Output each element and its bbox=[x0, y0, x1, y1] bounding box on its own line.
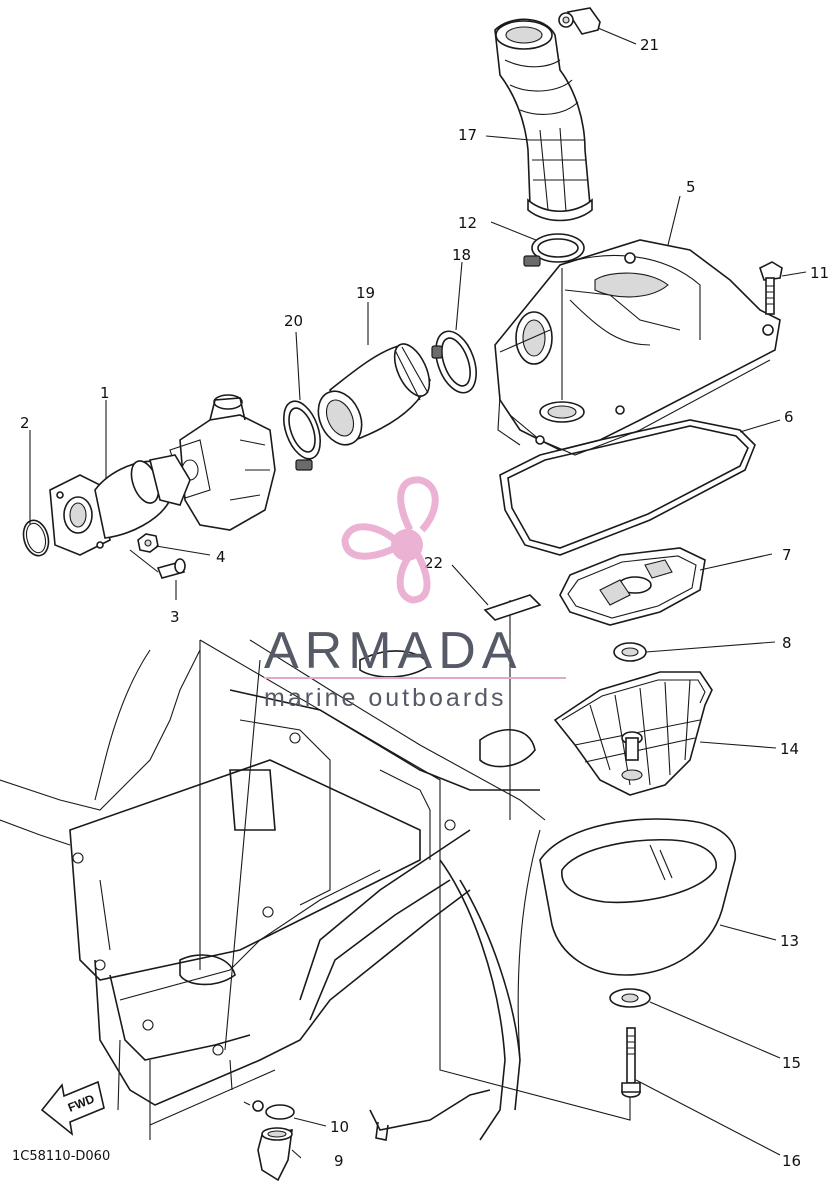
part-6-gasket bbox=[499, 419, 756, 556]
part-15-washer bbox=[609, 988, 651, 1008]
callout-22: 22 bbox=[424, 554, 443, 572]
part-18-clamp-ring bbox=[431, 330, 477, 394]
part-8-washer bbox=[613, 642, 647, 662]
part-19-rubber-joint bbox=[317, 343, 431, 446]
callout-9: 9 bbox=[334, 1152, 344, 1170]
watermark-tagline: marine outboards bbox=[264, 684, 507, 712]
propeller-hub bbox=[391, 529, 423, 561]
callout-8: 8 bbox=[782, 634, 792, 652]
part-1-intake-manifold bbox=[49, 454, 191, 556]
callout-6: 6 bbox=[784, 408, 794, 426]
callout-10: 10 bbox=[330, 1118, 349, 1136]
part-4-nut bbox=[137, 533, 159, 553]
callout-21: 21 bbox=[640, 36, 659, 54]
part-13-filter-element bbox=[539, 818, 737, 976]
callout-12: 12 bbox=[458, 214, 477, 232]
part-14-filter-cage bbox=[553, 671, 713, 796]
part-22-label bbox=[483, 594, 542, 621]
drawing-code: 1C58110-D060 bbox=[12, 1149, 110, 1164]
callout-13: 13 bbox=[780, 932, 799, 950]
part-5-airbox-case bbox=[494, 239, 781, 456]
propeller-blade-left bbox=[341, 523, 398, 560]
callout-1: 1 bbox=[100, 384, 110, 402]
callout-19: 19 bbox=[356, 284, 375, 302]
callout-17: 17 bbox=[458, 126, 477, 144]
part-17-intake-duct bbox=[494, 18, 593, 222]
part-3-bolt bbox=[129, 549, 186, 579]
carburetor-drawing bbox=[169, 394, 276, 531]
callout-numbers: 1 2 3 4 5 6 7 8 9 10 11 12 13 14 15 16 1… bbox=[20, 36, 829, 1170]
part-16-bolt bbox=[621, 1027, 641, 1098]
callout-16: 16 bbox=[782, 1152, 801, 1170]
propeller-blade-right bbox=[396, 552, 431, 604]
part-21-hose-fitting bbox=[558, 7, 601, 35]
watermark: ARMADA marine outboards bbox=[264, 476, 566, 712]
propeller-blade-top bbox=[397, 476, 439, 533]
callout-18: 18 bbox=[452, 246, 471, 264]
callout-5: 5 bbox=[686, 178, 696, 196]
part-2-o-ring bbox=[22, 519, 50, 557]
hull-frame-drawing bbox=[0, 639, 546, 1141]
part-12-clamp bbox=[523, 233, 585, 267]
callout-4: 4 bbox=[216, 548, 226, 566]
callout-3: 3 bbox=[170, 608, 180, 626]
callout-11: 11 bbox=[810, 264, 829, 282]
callout-20: 20 bbox=[284, 312, 303, 330]
propeller-logo bbox=[341, 476, 439, 604]
part-7-filter-screen bbox=[559, 547, 706, 626]
part-10-clip bbox=[243, 1100, 295, 1120]
assembly-lines bbox=[149, 600, 631, 1140]
watermark-brand: ARMADA bbox=[264, 622, 522, 680]
callout-2: 2 bbox=[20, 414, 30, 432]
callout-7: 7 bbox=[782, 546, 792, 564]
part-11-screw bbox=[759, 261, 783, 315]
callout-15: 15 bbox=[782, 1054, 801, 1072]
part-9-drain-hose bbox=[257, 1127, 293, 1182]
fwd-arrow: FWD bbox=[40, 1080, 105, 1136]
leader-lines bbox=[29, 27, 807, 1159]
callout-14: 14 bbox=[780, 740, 799, 758]
part-20-hose-clamp bbox=[282, 400, 322, 471]
